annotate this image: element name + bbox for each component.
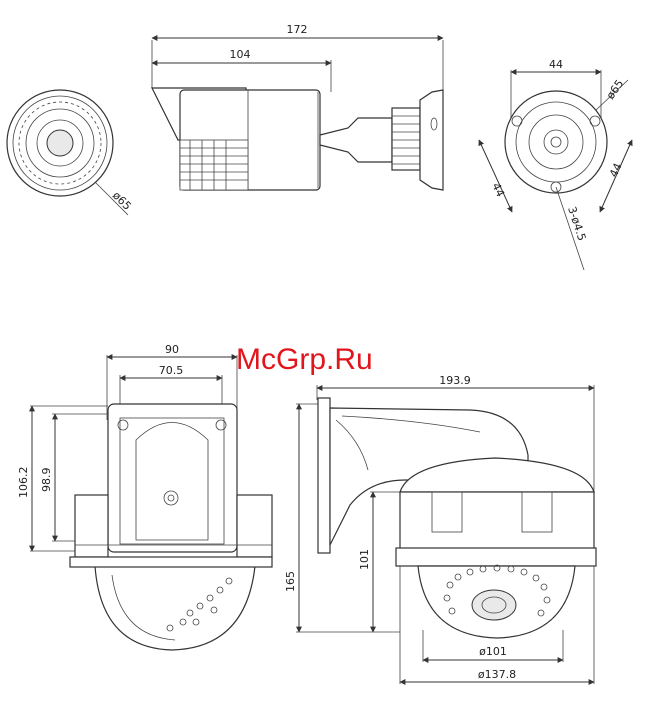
dome-height-label: 101 <box>358 549 371 570</box>
threaded-collar <box>392 108 420 170</box>
body-length-label: 104 <box>230 48 251 61</box>
dome-outer-width-label: 90 <box>165 343 179 356</box>
dome-side-view: 193.9 165 101 ø101 <box>284 374 596 684</box>
bullet-side-view: 172 104 <box>152 23 443 190</box>
wall-plate <box>420 90 443 190</box>
dome-housing-body <box>400 492 594 552</box>
front-fins <box>180 140 248 190</box>
bullet-mount-view: 44 ø65 44 44 3-ø4.5 <box>479 58 632 270</box>
dome-outer-height-label: 106.2 <box>17 467 30 499</box>
overall-length-label: 172 <box>287 23 308 36</box>
dome-inner-diameter-label: ø101 <box>479 645 507 658</box>
mount-base-plate <box>505 91 607 193</box>
dome-wall-plate <box>318 398 330 553</box>
dome-inner-height-label: 98.9 <box>40 468 53 493</box>
bullet-front-view: ø65 <box>7 90 134 215</box>
dome-inner-width-label: 70.5 <box>159 364 184 377</box>
dome-lens <box>472 590 516 620</box>
dome-outer-diameter-label: ø137.8 <box>478 668 516 681</box>
dome-overall-length-label: 193.9 <box>439 374 471 387</box>
bracket-arm <box>320 118 392 162</box>
mount-width-label: 44 <box>549 58 563 71</box>
bullet-front-diameter-label: ø65 <box>110 189 134 213</box>
dome-front-view: 90 70.5 106.2 98.9 <box>17 343 272 650</box>
mount-diameter-label: ø65 <box>604 77 627 101</box>
bullet-front-lens <box>47 130 73 156</box>
watermark: McGrp.Ru <box>236 343 373 376</box>
dome-mount-plate <box>108 404 237 552</box>
dome-total-height-label: 165 <box>284 571 297 592</box>
mount-right-label: 44 <box>607 161 625 179</box>
